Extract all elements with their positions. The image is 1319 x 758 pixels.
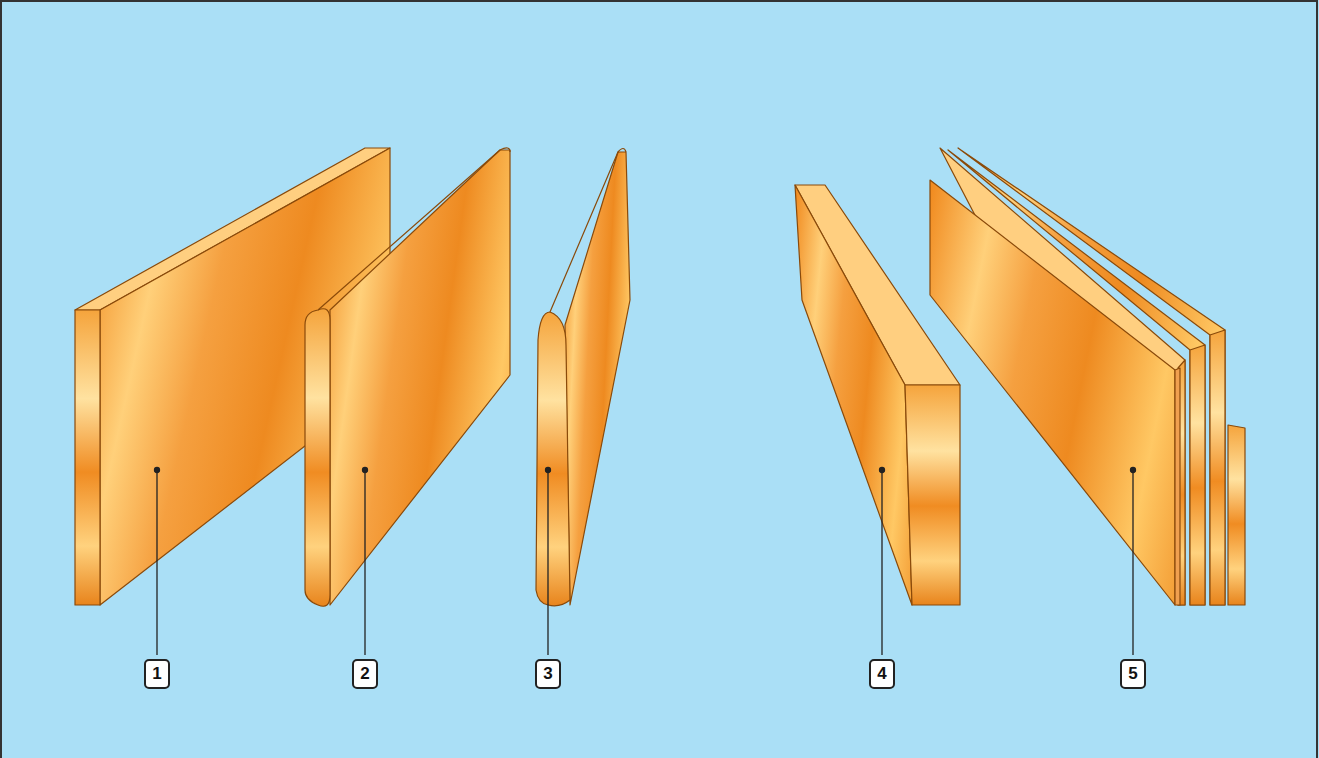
callout-number: 3 bbox=[535, 659, 561, 689]
busbar-rounded-edge bbox=[305, 148, 510, 606]
busbar-laminated bbox=[930, 148, 1245, 605]
callout-number: 5 bbox=[1120, 659, 1146, 689]
callout-number: 1 bbox=[144, 659, 170, 689]
callout-number: 2 bbox=[352, 659, 378, 689]
callout-number: 4 bbox=[869, 659, 895, 689]
leader-lines bbox=[155, 468, 1136, 656]
busbar-full-round-edge bbox=[536, 149, 630, 606]
